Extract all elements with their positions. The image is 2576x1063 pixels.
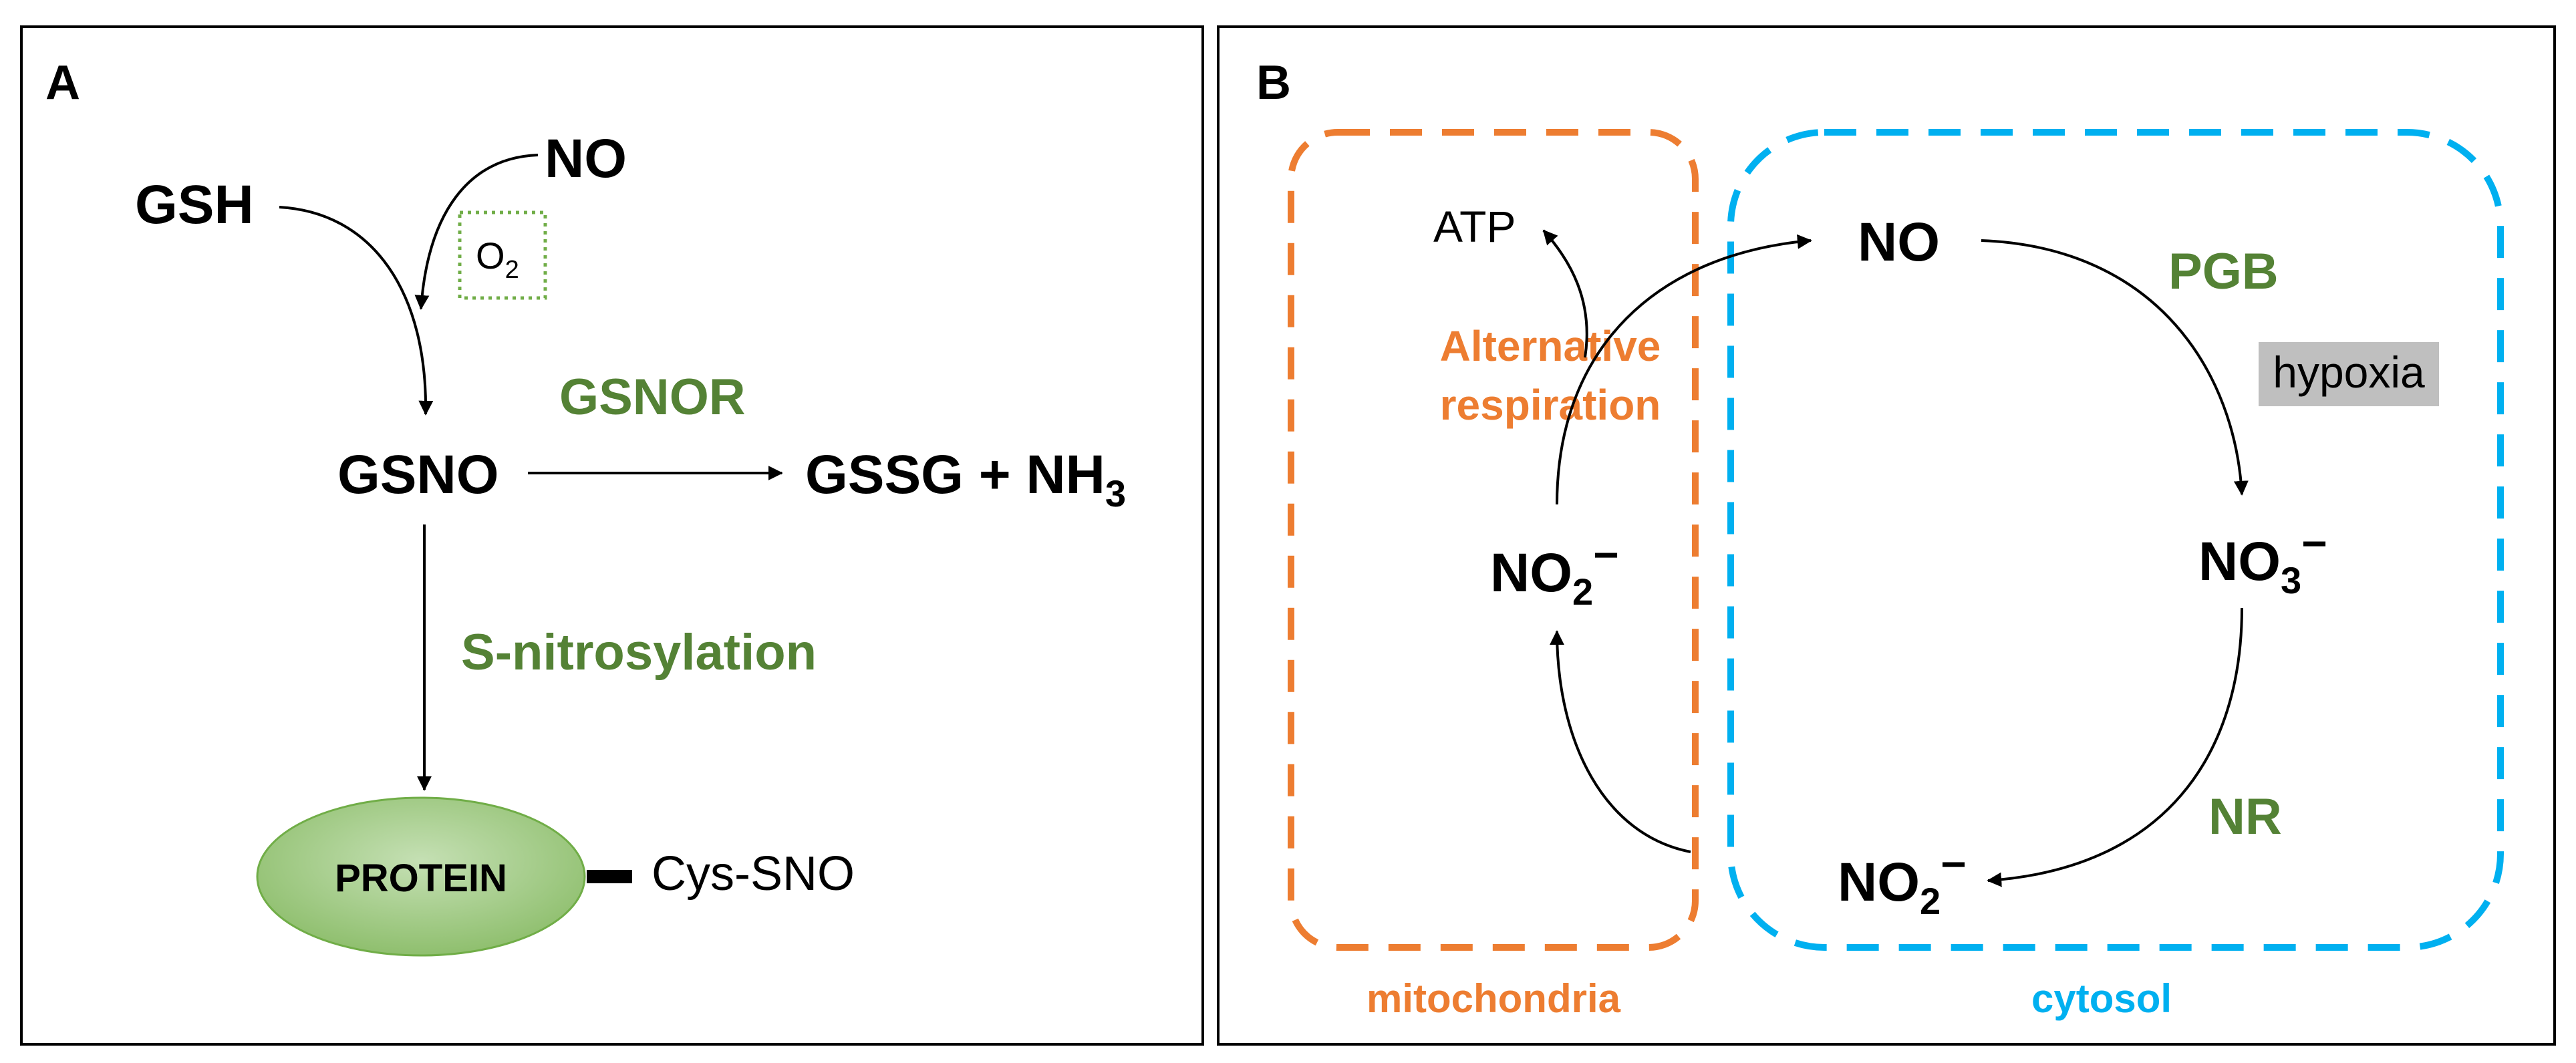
hypoxia-label: hypoxia <box>2273 347 2425 397</box>
arrow-no2-to-no <box>1556 234 1812 505</box>
gsno-label: GSNO <box>337 444 498 505</box>
panel-a-frame <box>20 25 1204 1046</box>
gssg-label: GSSG + NH3 <box>805 444 1126 514</box>
arrow-no-to-no3 <box>1981 239 2249 496</box>
panel-a-label: A <box>45 56 80 110</box>
panel-b-label: B <box>1256 56 1291 110</box>
mitochondria-label: mitochondria <box>1367 976 1621 1021</box>
cytosol-label: cytosol <box>2031 976 2172 1021</box>
pgb-label: PGB <box>2168 243 2279 300</box>
arrow-no2-to-no2 <box>1550 630 1691 853</box>
no2-left-label: NO2− <box>1490 530 1619 613</box>
alternative-respiration-line1: Alternative <box>1440 322 1661 370</box>
s-nitrosylation-label: S-nitrosylation <box>461 624 817 681</box>
arrow-no3-to-no2 <box>1987 607 2243 887</box>
no3-label: NO3− <box>2198 518 2327 601</box>
protein-bond <box>587 870 632 883</box>
cytosol-compartment <box>1727 129 2504 951</box>
gsh-label: GSH <box>135 174 254 235</box>
o2-box <box>458 210 547 300</box>
atp-label: ATP <box>1433 202 1516 251</box>
panel-b-frame <box>1217 25 2556 1046</box>
no2-bottom-label: NO2− <box>1838 839 1967 922</box>
gsnor-label: GSNOR <box>559 369 746 426</box>
cys-sno-label: Cys-SNO <box>652 847 855 901</box>
o2-label: O2 <box>476 235 519 284</box>
hypoxia-box <box>2259 342 2439 406</box>
protein-label: PROTEIN <box>335 857 507 900</box>
arrow-to-atp <box>1542 229 1588 358</box>
nr-label: NR <box>2208 788 2282 845</box>
mitochondria-compartment <box>1288 129 1699 951</box>
no-label-b: NO <box>1858 212 1940 273</box>
arrow-gsh-to-gsno <box>279 206 434 416</box>
no-label-a: NO <box>545 128 627 189</box>
protein-ellipse <box>256 796 586 957</box>
arrow-no-to-gsno <box>414 154 539 310</box>
alternative-respiration-line2: respiration <box>1440 381 1661 429</box>
